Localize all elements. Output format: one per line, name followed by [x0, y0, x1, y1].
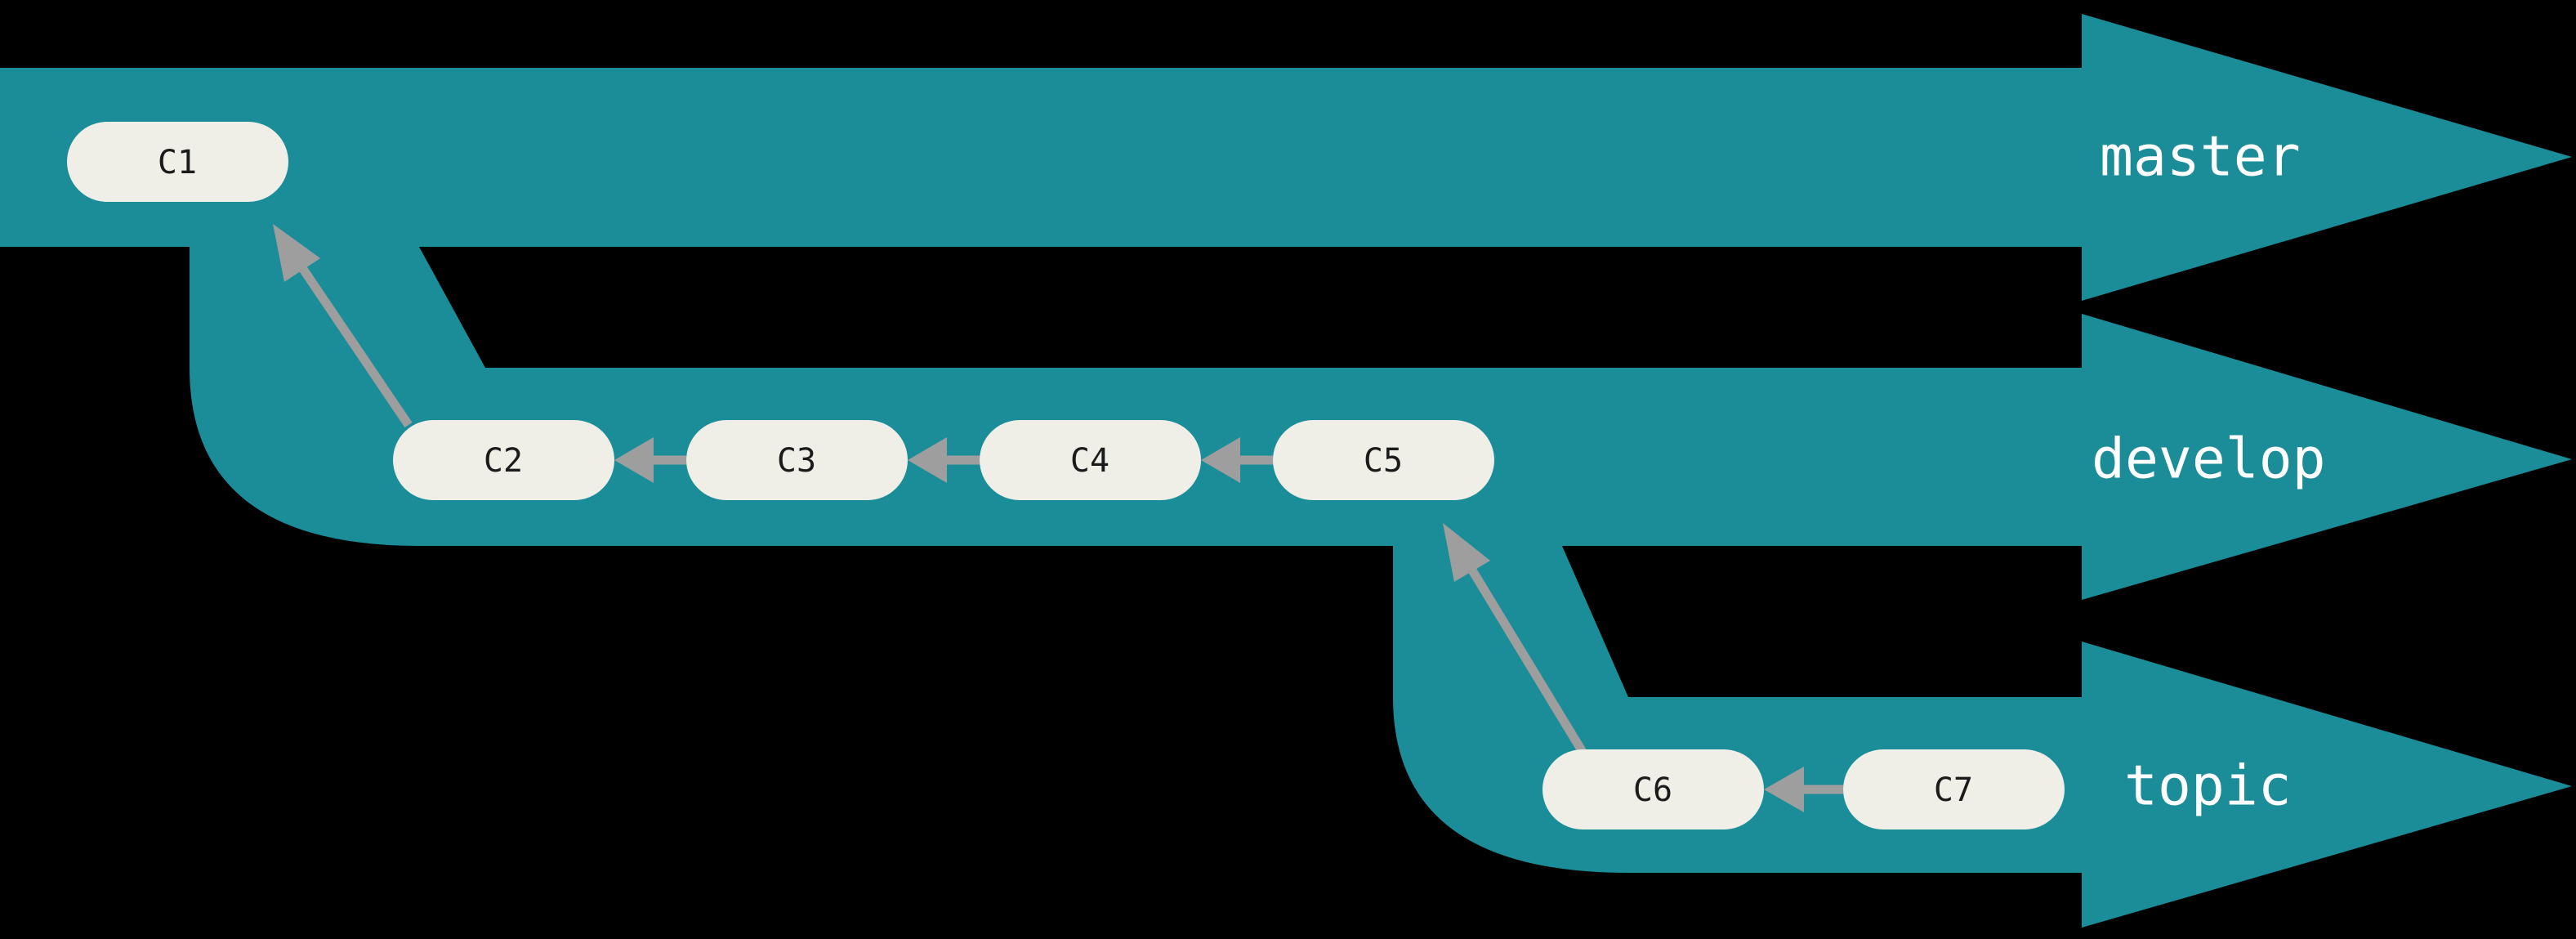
edge-c2-to-c1 [273, 224, 413, 428]
commit-node-c3[interactable]: C3 [686, 420, 908, 500]
commit-node-c7[interactable]: C7 [1843, 749, 2065, 829]
branch-label-master: master [2100, 125, 2301, 190]
commit-label-c2: C2 [484, 442, 523, 480]
edge-c3-to-c2-arrowhead [614, 437, 654, 483]
commit-label-c1: C1 [158, 144, 197, 181]
commit-node-c1-box [67, 122, 288, 202]
commit-label-c6: C6 [1633, 771, 1672, 809]
commit-node-c3-box [686, 420, 908, 500]
edge-c6-to-c5-line [1458, 552, 1589, 758]
commit-label-c5: C5 [1364, 442, 1403, 480]
edge-c2-to-c1-arrowhead [273, 224, 320, 282]
edge-c6-to-c5-arrowhead [1443, 523, 1490, 582]
commit-node-c5[interactable]: C5 [1273, 420, 1494, 500]
edge-c4-to-c3-arrowhead [908, 437, 947, 483]
commit-label-c4: C4 [1070, 442, 1109, 480]
edge-c4-to-c3 [908, 437, 980, 483]
edge-c5-to-c4 [1201, 437, 1273, 483]
commit-node-c5-box [1273, 420, 1494, 500]
edge-c7-to-c6 [1764, 767, 1843, 812]
commit-node-c4-box [980, 420, 1201, 500]
edge-c3-to-c2 [614, 437, 686, 483]
commit-node-c4[interactable]: C4 [980, 420, 1201, 500]
edge-c7-to-c6-head [1764, 767, 1804, 812]
commit-label-c3: C3 [777, 442, 816, 480]
commit-label-c7: C7 [1934, 771, 1973, 809]
commit-node-c1[interactable]: C1 [67, 122, 288, 202]
commit-node-c6-box [1542, 749, 1764, 829]
branch-label-develop: develop [2092, 427, 2326, 492]
commit-node-c7-box [1843, 749, 2065, 829]
commit-node-c2[interactable]: C2 [393, 420, 614, 500]
edge-c2-to-c1-line [288, 250, 413, 428]
branch-band-topic[interactable] [1393, 546, 2572, 928]
commit-node-c2-box [393, 420, 614, 500]
branch-label-topic: topic [2124, 754, 2292, 819]
commit-node-c6[interactable]: C6 [1542, 749, 1764, 829]
edge-c6-to-c5 [1443, 523, 1589, 758]
edge-c5-to-c4-arrowhead [1201, 437, 1240, 483]
branch-band-topic-shape [1393, 546, 2572, 928]
